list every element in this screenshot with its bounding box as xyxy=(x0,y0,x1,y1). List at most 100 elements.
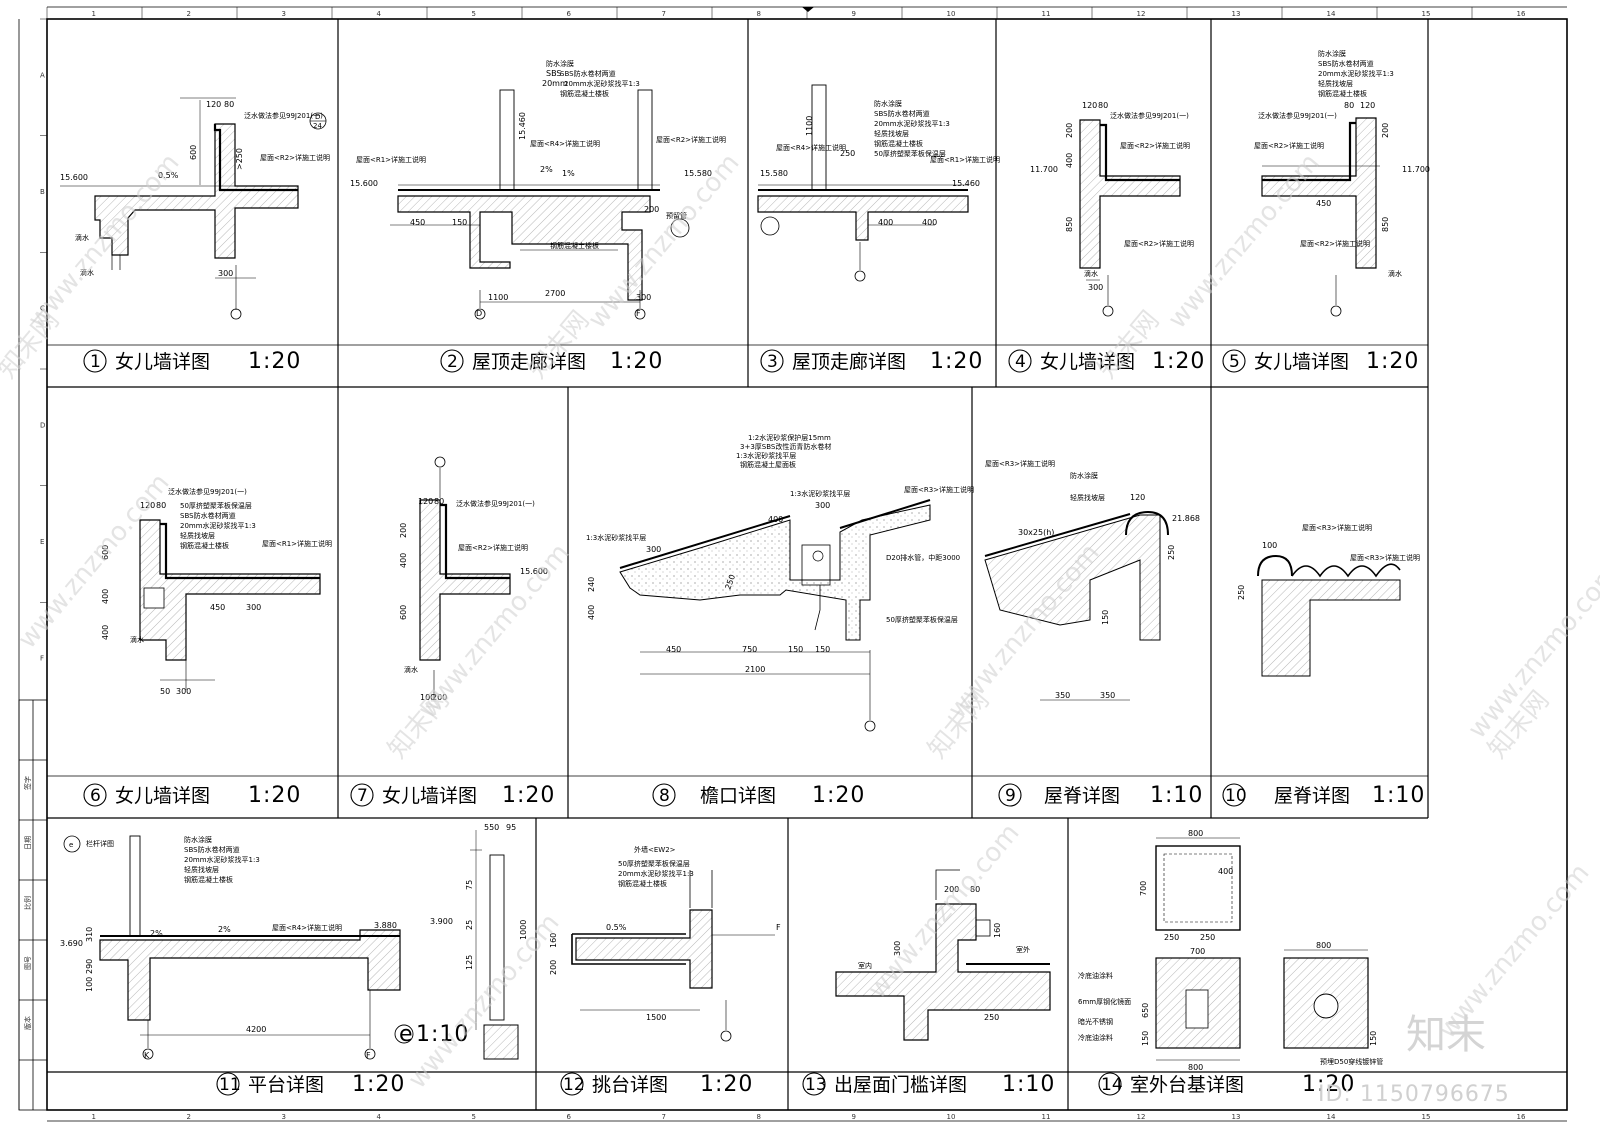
svg-text:200: 200 xyxy=(549,960,558,975)
grid-col-label-bottom: 1 xyxy=(92,1113,96,1121)
detail-number: 12 xyxy=(563,1075,585,1095)
detail-number-circle xyxy=(83,783,107,807)
svg-text:1500: 1500 xyxy=(646,1013,666,1022)
detail-13-drawing xyxy=(835,869,1051,1041)
grid-row-label: B xyxy=(40,188,45,196)
svg-text:80: 80 xyxy=(156,501,166,510)
detail-scale: 1:20 xyxy=(248,783,301,808)
d1-slope: 0.5% xyxy=(158,171,179,180)
svg-text:120: 120 xyxy=(418,497,433,506)
svg-text:50厚挤塑聚苯板保温层: 50厚挤塑聚苯板保温层 xyxy=(874,149,946,158)
detail-number: 11 xyxy=(219,1075,241,1095)
svg-text:200: 200 xyxy=(432,693,447,702)
detail-title-text: 屋脊详图 xyxy=(1274,785,1350,807)
grid-col-label-bottom: 2 xyxy=(187,1113,191,1121)
svg-text:50厚挤塑聚苯板保温层: 50厚挤塑聚苯板保温层 xyxy=(618,859,690,868)
detail-10-drawing xyxy=(1257,554,1401,677)
detail-number-circle xyxy=(1098,1072,1122,1096)
svg-text:暗光不锈钢: 暗光不锈钢 xyxy=(1078,1017,1113,1026)
svg-text:800: 800 xyxy=(1316,941,1331,950)
detail-9-labels: 屋面<R3>详施工说明 防水涂膜 轻质找坡层 120 21.868 30x25(… xyxy=(985,459,1200,700)
detail-number: 7 xyxy=(357,786,368,806)
svg-text:屋面<R4>详施工说明: 屋面<R4>详施工说明 xyxy=(530,139,600,148)
panel-grid xyxy=(47,19,1567,1110)
detail-number: 8 xyxy=(659,786,670,806)
grid-col-label: 13 xyxy=(1232,10,1241,18)
svg-text:80: 80 xyxy=(970,885,980,894)
detail-number-circle xyxy=(440,349,464,373)
grid-col-label: 5 xyxy=(472,10,476,18)
svg-text:250: 250 xyxy=(984,1013,999,1022)
svg-text:20mm水泥砂浆找平1:3: 20mm水泥砂浆找平1:3 xyxy=(564,79,640,88)
corner-logo: 知末 xyxy=(1406,1012,1486,1058)
detail-number-circle xyxy=(560,1072,584,1096)
svg-text:650: 650 xyxy=(1141,1003,1150,1018)
detail-7-labels: 120 80 200 400 600 15.600 100 200 泛水做法参见… xyxy=(399,497,548,702)
detail-title-text: 出屋面门槛详图 xyxy=(834,1074,967,1096)
detail-title-text: 屋顶走廊详图 xyxy=(472,351,586,373)
detail-number-circle xyxy=(83,349,107,373)
grid-col-label: 2 xyxy=(187,10,191,18)
detail-title-text: 女儿墙详图 xyxy=(115,785,210,807)
svg-text:3.690: 3.690 xyxy=(60,939,83,948)
detail-scale: 1:20 xyxy=(352,1072,405,1097)
svg-text:20mm水泥砂浆找平1:3: 20mm水泥砂浆找平1:3 xyxy=(874,119,950,128)
svg-text:3+3厚SBS改性沥青防水卷材: 3+3厚SBS改性沥青防水卷材 xyxy=(740,442,831,451)
svg-text:50: 50 xyxy=(160,687,170,696)
svg-text:25: 25 xyxy=(465,920,474,930)
detail-scale: 1:10 xyxy=(1150,783,1203,808)
svg-text:滴水: 滴水 xyxy=(404,665,418,674)
svg-text:50厚挤塑聚苯板保温层: 50厚挤塑聚苯板保温层 xyxy=(886,615,958,624)
svg-text:700: 700 xyxy=(1139,881,1148,896)
svg-text:1:2水泥砂浆保护层15mm: 1:2水泥砂浆保护层15mm xyxy=(748,433,831,442)
svg-text:250: 250 xyxy=(1164,933,1179,942)
svg-text:3.900: 3.900 xyxy=(430,917,453,926)
detail-scale: 1:20 xyxy=(1366,349,1419,374)
svg-text:室外: 室外 xyxy=(1016,945,1030,954)
grid-col-label: 12 xyxy=(1137,10,1146,18)
d2-dim-2700: 2700 xyxy=(545,289,565,298)
svg-text:400: 400 xyxy=(587,605,596,620)
svg-text:1:10: 1:10 xyxy=(416,1022,469,1047)
revision-field-label: 版本 xyxy=(23,1016,32,1030)
grid-row-label: A xyxy=(40,71,45,79)
svg-text:e: e xyxy=(69,841,73,849)
detail-number: 9 xyxy=(1005,786,1016,806)
svg-text:400: 400 xyxy=(1065,153,1074,168)
revision-field-label: 图号 xyxy=(24,956,32,970)
d1-dim-600: 600 xyxy=(189,145,198,160)
svg-text:www.znzmo.com: www.znzmo.com xyxy=(402,908,565,1094)
svg-text:1:3水泥砂浆找平层: 1:3水泥砂浆找平层 xyxy=(586,533,646,542)
svg-text:11.700: 11.700 xyxy=(1402,165,1430,174)
detail-title-6: 6 女儿墙详图 1:20 xyxy=(83,783,301,808)
svg-text:15.580: 15.580 xyxy=(760,169,788,178)
grid-col-label-bottom: 14 xyxy=(1327,1113,1336,1121)
svg-text:450: 450 xyxy=(666,645,681,654)
svg-text:80: 80 xyxy=(434,497,444,506)
svg-text:800: 800 xyxy=(1188,1063,1203,1072)
image-id-text: ID: 1150796675 xyxy=(1318,1082,1510,1107)
svg-text:K: K xyxy=(144,1051,150,1060)
center-mark-icon xyxy=(802,7,814,12)
detail-number-circle xyxy=(802,1072,826,1096)
detail-number: 13 xyxy=(805,1075,827,1095)
detail-title-text: 女儿墙详图 xyxy=(382,785,477,807)
svg-text:250: 250 xyxy=(1167,545,1176,560)
detail-title-text: 女儿墙详图 xyxy=(1040,351,1135,373)
grid-col-label-bottom: 13 xyxy=(1232,1113,1241,1121)
grid-col-label: 9 xyxy=(852,10,856,18)
detail-number: 2 xyxy=(447,352,458,372)
svg-text:15.600: 15.600 xyxy=(520,567,548,576)
detail-5-labels: 防水涂膜 SBS防水卷材两道 20mm水泥砂浆找平1:3 轻质找坡层 钢筋混凝土… xyxy=(1254,49,1430,278)
detail-number: 6 xyxy=(90,786,101,806)
detail-number-circle xyxy=(1008,349,1032,373)
svg-text:滴水: 滴水 xyxy=(1084,269,1098,278)
detail-number: 4 xyxy=(1015,352,1026,372)
svg-text:1%: 1% xyxy=(562,169,575,178)
svg-text:95: 95 xyxy=(506,823,516,832)
grid-col-label: 4 xyxy=(377,10,382,18)
svg-text:预埋D50穿线镀锌管: 预埋D50穿线镀锌管 xyxy=(1320,1057,1383,1066)
detail-number: 14 xyxy=(1101,1075,1123,1095)
